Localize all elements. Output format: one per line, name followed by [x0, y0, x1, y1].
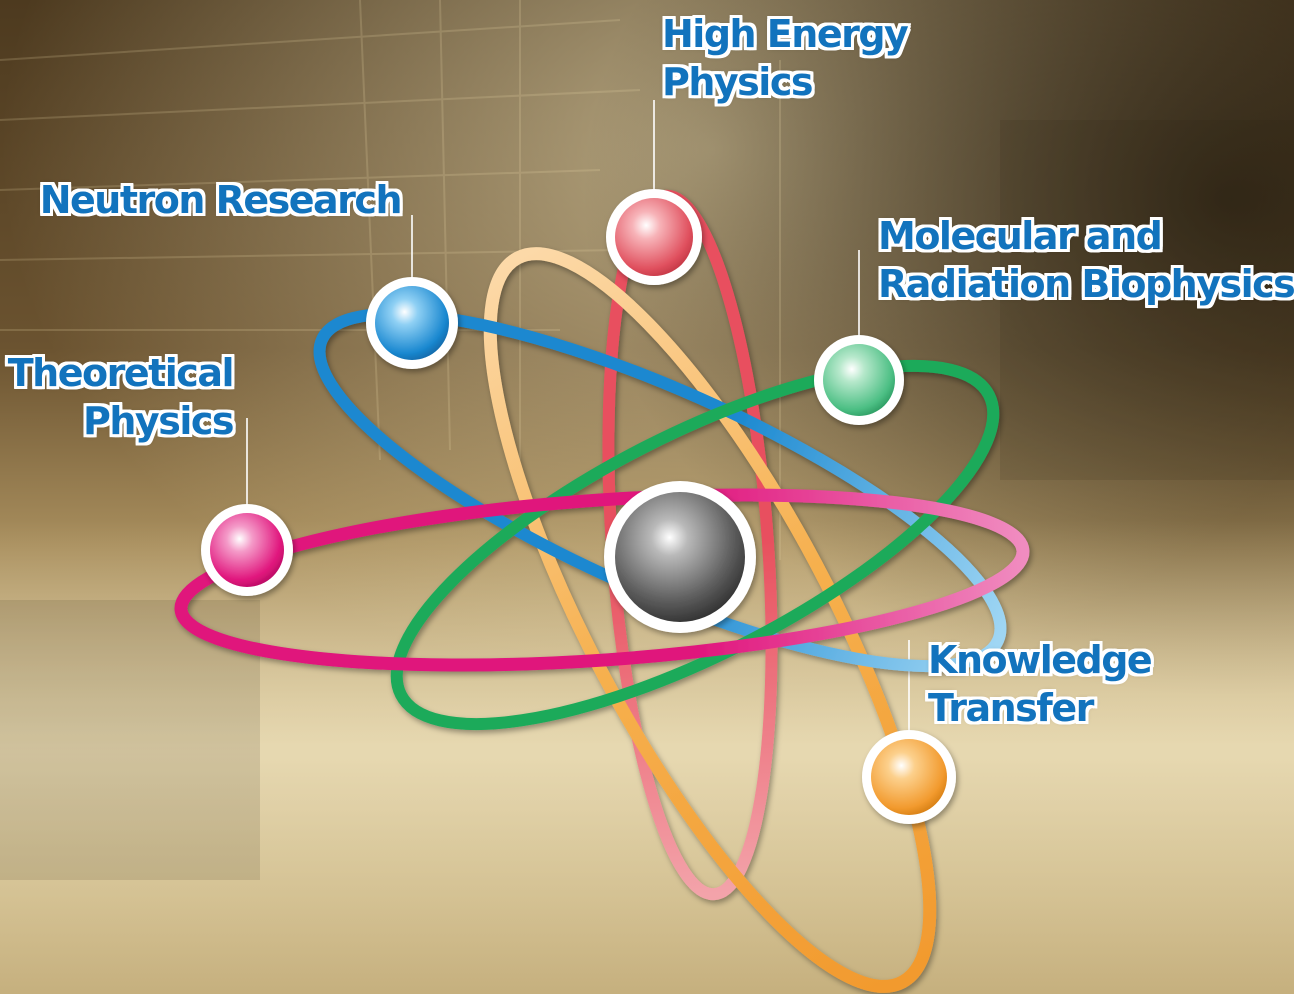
electron-theoretical [201, 504, 293, 596]
electron-high-energy [606, 189, 702, 285]
label-line: Physics [662, 60, 813, 104]
label-neutron-research: Neutron Research [39, 176, 403, 224]
label-line: Knowledge [928, 638, 1153, 682]
orbit-orange [483, 247, 937, 993]
electron-molecular [814, 335, 904, 425]
label-high-energy-physics: High Energy Physics [662, 10, 909, 106]
label-line: High Energy [662, 12, 909, 56]
label-line: Theoretical [7, 351, 235, 395]
label-line: Physics [83, 399, 234, 443]
label-line: Transfer [928, 686, 1094, 730]
electron-knowledge [862, 730, 956, 824]
label-line: Radiation Biophysics [878, 262, 1294, 306]
leader-lines [246, 100, 910, 735]
orbit-pink [174, 488, 1030, 672]
electron-neutron [366, 277, 458, 369]
nucleus [604, 481, 756, 633]
label-line: Molecular and [878, 214, 1163, 258]
label-line: Neutron Research [39, 178, 403, 222]
label-theoretical-physics: Theoretical Physics [7, 349, 235, 445]
label-molecular-radiation-biophysics: Molecular and Radiation Biophysics [878, 212, 1294, 308]
label-knowledge-transfer: Knowledge Transfer [928, 636, 1153, 732]
